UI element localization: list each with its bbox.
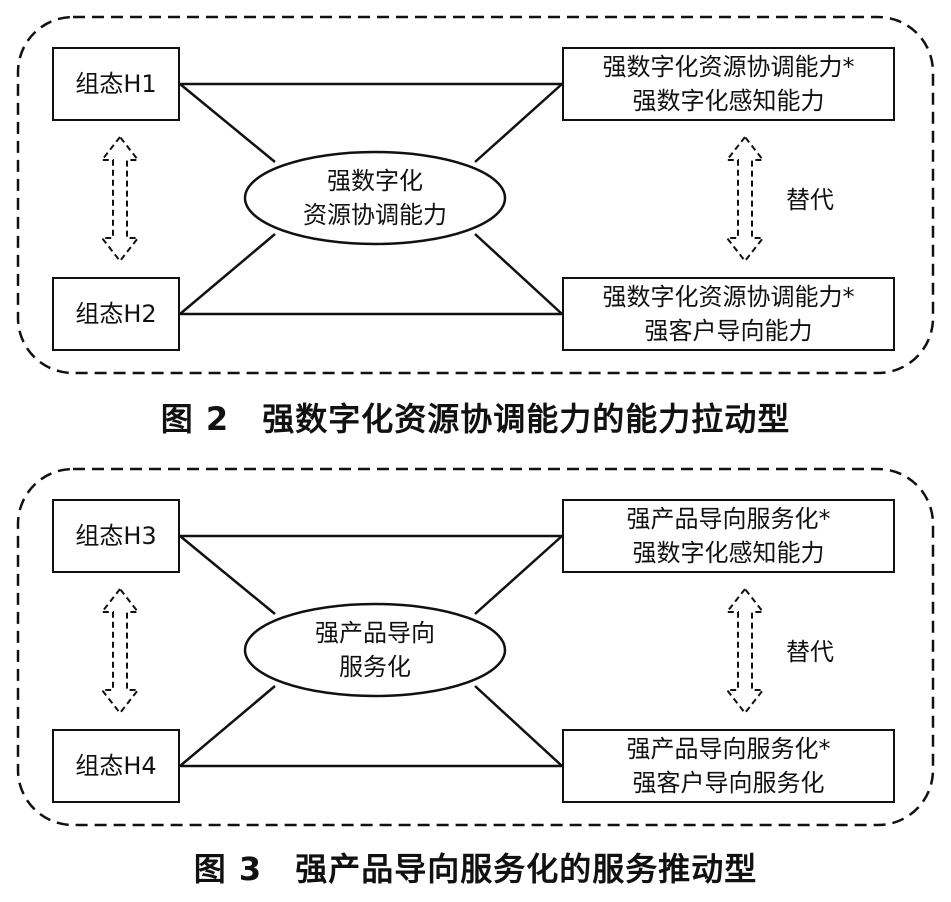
center-label-line-1: 强数字化 — [327, 167, 423, 195]
connector-line — [474, 83, 563, 163]
condition-line-1: 强数字化资源协调能力* — [602, 53, 855, 81]
double-arrow-icon — [99, 587, 141, 715]
connector-line — [474, 233, 563, 315]
config-box-h2: 组态H2 — [52, 277, 180, 351]
connector-line — [474, 685, 563, 767]
config-box-h4: 组态H4 — [52, 729, 180, 803]
center-label-line-1: 强产品导向 — [315, 619, 435, 647]
center-ellipse — [243, 602, 507, 698]
double-arrow-icon — [724, 135, 766, 263]
connector-line — [179, 685, 276, 767]
config-box-h1: 组态H1 — [52, 47, 180, 121]
center-label-line-2: 资源协调能力 — [303, 201, 447, 229]
connector-line — [179, 83, 276, 163]
condition-line-2: 强客户导向服务化 — [632, 769, 825, 797]
condition-box-top: 强产品导向服务化* 强数字化感知能力 — [562, 499, 895, 573]
center-ellipse — [243, 150, 507, 246]
double-arrow-icon — [99, 135, 141, 263]
substitute-label: 替代 — [786, 638, 834, 666]
center-label-line-2: 服务化 — [339, 653, 411, 681]
figure-3-lines — [16, 467, 935, 827]
connector-line — [474, 535, 563, 615]
substitute-label: 替代 — [786, 186, 834, 214]
condition-box-bottom: 强产品导向服务化* 强客户导向服务化 — [562, 729, 895, 803]
config-label: 组态H2 — [75, 300, 157, 328]
config-label: 组态H4 — [75, 752, 157, 780]
double-arrow-icon — [724, 587, 766, 715]
config-label: 组态H1 — [75, 70, 157, 98]
figure-3-caption: 图 3 强产品导向服务化的服务推动型 — [193, 850, 758, 888]
config-label: 组态H3 — [75, 522, 157, 550]
connector-line — [179, 233, 276, 315]
figure-2-lines — [16, 15, 935, 375]
condition-line-1: 强产品导向服务化* — [626, 735, 831, 763]
dashed-frame — [16, 467, 935, 827]
condition-line-1: 强数字化资源协调能力* — [602, 283, 855, 311]
figure-2: 组态H1 组态H2 强数字化资源协调能力* 强数字化感知能力 强数字化资源协调能… — [0, 0, 951, 450]
condition-line-2: 强数字化感知能力 — [632, 539, 825, 567]
condition-line-2: 强数字化感知能力 — [632, 87, 825, 115]
condition-line-1: 强产品导向服务化* — [626, 505, 831, 533]
condition-line-2: 强客户导向能力 — [644, 317, 813, 345]
condition-box-top: 强数字化资源协调能力* 强数字化感知能力 — [562, 47, 895, 121]
figure-3: 组态H3 组态H4 强产品导向服务化* 强数字化感知能力 强产品导向服务化* 强… — [0, 452, 951, 902]
center-label: 强数字化 资源协调能力 — [245, 152, 505, 244]
center-label: 强产品导向 服务化 — [245, 604, 505, 696]
figure-2-caption: 图 2 强数字化资源协调能力的能力拉动型 — [160, 400, 791, 438]
dashed-frame — [16, 15, 935, 375]
condition-box-bottom: 强数字化资源协调能力* 强客户导向能力 — [562, 277, 895, 351]
connector-line — [179, 535, 276, 615]
config-box-h3: 组态H3 — [52, 499, 180, 573]
